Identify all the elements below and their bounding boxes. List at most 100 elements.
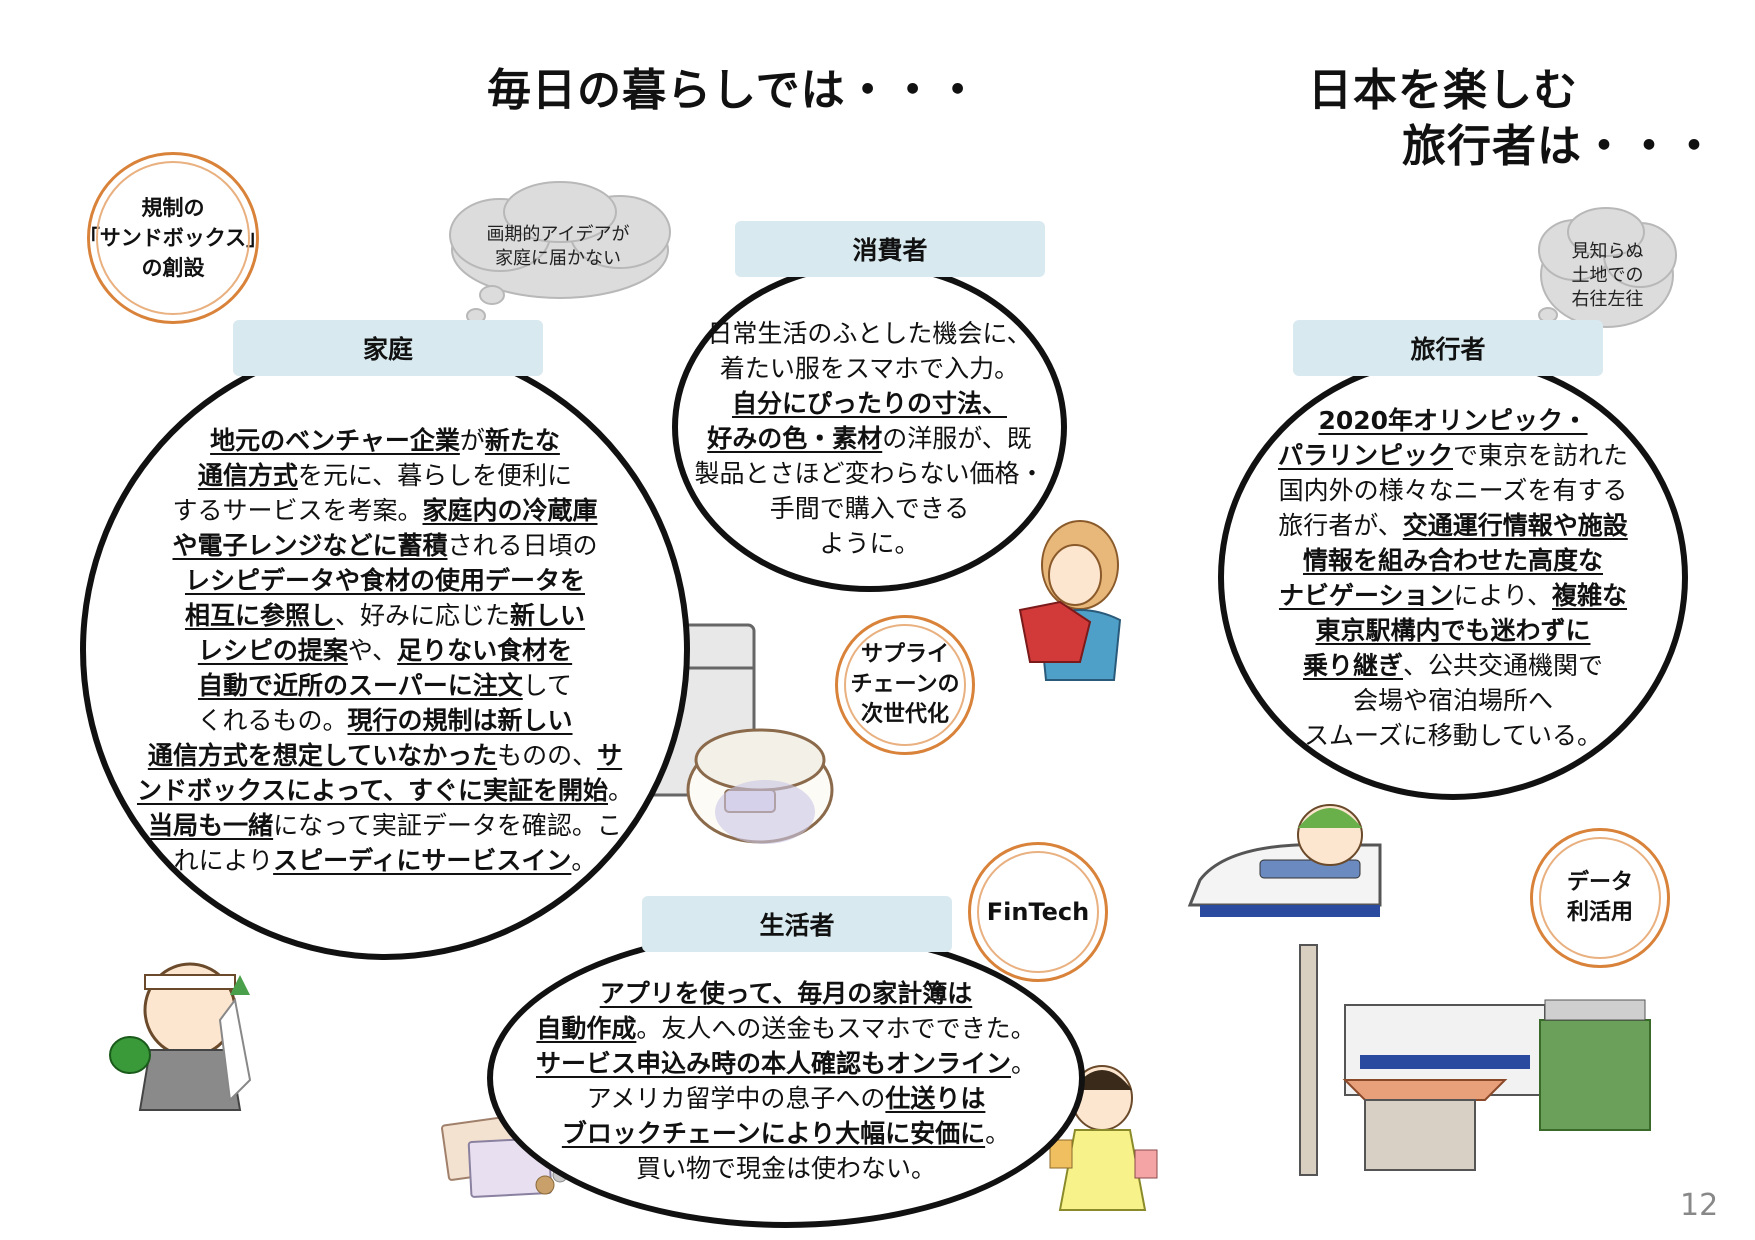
text-line: レシピの提案や、足りない食材を <box>137 633 633 668</box>
text-line: 情報を組み合わせた高度な <box>1278 543 1628 578</box>
text-line: くれるもの。現行の規制は新しい <box>137 703 633 738</box>
emphasized-text: スピーディにサービスイン <box>273 845 572 875</box>
text-line: ブロックチェーンにより大幅に安価に。 <box>536 1116 1036 1151</box>
plain-text: 日常生活のふとした機会に、 <box>707 318 1032 348</box>
consumer-description: 日常生活のふとした機会に、着たい服をスマホで入力。自分にぴったりの寸法、好みの色… <box>694 316 1044 561</box>
plain-text: になって実証データを確認。こ <box>273 810 622 840</box>
plain-text: くれるもの。 <box>197 705 348 735</box>
sandbox-badge-line1: 規制の <box>141 196 205 220</box>
cloud-home-line2: 家庭に届かない <box>495 248 621 269</box>
text-line: 日常生活のふとした機会に、 <box>694 316 1044 351</box>
plain-text: や、 <box>347 635 398 665</box>
text-line: 好みの色・素材の洋服が、既 <box>694 421 1044 456</box>
emphasized-text: 新しい <box>510 600 586 630</box>
page-number: 12 <box>1680 1188 1719 1223</box>
thought-cloud-home <box>449 181 671 339</box>
plain-text: を元に、暮らしを便利に <box>297 460 573 490</box>
traveler-description: 2020年オリンピック・パラリンピックで東京を訪れた国内外の様々なニーズを有する… <box>1278 403 1628 753</box>
emphasized-text: 乗り継ぎ <box>1302 650 1403 680</box>
woman-shopping-illustration <box>1018 520 1122 681</box>
text-line: 自動で近所のスーパーに注文して <box>137 668 633 703</box>
plain-text: 。 <box>608 775 634 805</box>
emphasized-text: 情報を組み合わせた高度な <box>1302 545 1603 575</box>
emphasized-text: 仕送りは <box>885 1084 986 1113</box>
text-line: 会場や宿泊場所へ <box>1278 683 1628 718</box>
emphasized-text: パラリンピック <box>1277 440 1453 470</box>
emphasized-text: サービス申込み時の本人確認もオンライン <box>535 1049 1011 1078</box>
text-line: ナビゲーションにより、複雑な <box>1278 578 1628 613</box>
text-line: パラリンピックで東京を訪れた <box>1278 438 1628 473</box>
plain-text: 、好みに応じた <box>334 600 510 630</box>
emphasized-text: 東京駅構内でも迷わずに <box>1315 615 1591 645</box>
cloud-home-line1: 画期的アイデアが <box>486 224 630 245</box>
plain-text: れにより <box>173 845 274 875</box>
plain-text: ものの、 <box>497 740 598 770</box>
citizen-circle: アプリを使って、毎月の家計簿は自動作成。友人への送金もスマホでできた。サービス申… <box>487 928 1085 1228</box>
emphasized-text: 複雑な <box>1552 580 1628 610</box>
text-line: サービス申込み時の本人確認もオンライン。 <box>536 1046 1036 1081</box>
title-daily-life: 毎日の暮らしでは・・・ <box>487 65 981 116</box>
text-line: 通信方式を元に、暮らしを便利に <box>137 458 633 493</box>
tokyo-station-illustration <box>1299 944 1651 1176</box>
emphasized-text: サ <box>597 740 623 770</box>
supply-chain-badge-line1: サプライ <box>860 642 949 667</box>
emphasized-text: 足りない食材を <box>397 635 573 665</box>
bullet-train-illustration <box>1187 804 1382 917</box>
data-utilization-badge: データ 利活用 <box>1530 828 1670 968</box>
sandbox-badge: 規制の 「サンドボックス」 の創設 <box>79 152 267 324</box>
emphasized-text: 交通運行情報や施設 <box>1402 510 1628 540</box>
plain-text: で東京を訪れた <box>1453 440 1629 470</box>
plain-text: スムーズに移動している。 <box>1303 720 1602 750</box>
plain-text: 国内外の様々なニーズを有する <box>1278 475 1628 505</box>
farmer-illustration <box>109 962 252 1111</box>
plain-text: 買い物で現金は使わない。 <box>635 1154 936 1183</box>
text-line: ンドボックスによって、すぐに実証を開始。 <box>137 773 633 808</box>
text-line: 着たい服をスマホで入力。 <box>694 351 1044 386</box>
text-line: 国内外の様々なニーズを有する <box>1278 473 1628 508</box>
text-line: 当局も一緒になって実証データを確認。こ <box>137 808 633 843</box>
plain-text: 手間で購入できる <box>769 493 970 523</box>
emphasized-text: 地元のベンチャー企業 <box>210 425 460 455</box>
emphasized-text: 通信方式を想定していなかった <box>147 740 498 770</box>
plain-text: 、公共交通機関で <box>1403 650 1604 680</box>
plain-text: が <box>459 425 485 455</box>
plain-text: 製品とさほど変わらない価格・ <box>694 458 1045 488</box>
plain-text: するサービスを考案。 <box>172 495 423 525</box>
emphasized-text: 自動で近所のスーパーに注文 <box>197 670 523 700</box>
consumer-circle: 日常生活のふとした機会に、着たい服をスマホで入力。自分にぴったりの寸法、好みの色… <box>672 262 1067 592</box>
text-line: 乗り継ぎ、公共交通機関で <box>1278 648 1628 683</box>
cloud-text-traveler: 見知らぬ 土地での 右往左往 <box>1560 240 1655 312</box>
plain-text: アメリカ留学中の息子への <box>586 1084 886 1113</box>
plain-text: 。 <box>985 1119 1011 1148</box>
plain-text: 着たい服をスマホで入力。 <box>719 353 1020 383</box>
cloud-traveler-line2: 土地での <box>1571 265 1644 286</box>
supply-chain-badge: サプライ チェーンの 次世代化 <box>835 615 975 755</box>
plain-text: 。 <box>571 845 597 875</box>
rice-cooker-illustration <box>686 728 834 844</box>
text-line: 2020年オリンピック・ <box>1278 403 1628 438</box>
emphasized-text: ンドボックスによって、すぐに実証を開始 <box>136 775 608 805</box>
fintech-badge: FinTech <box>968 842 1108 982</box>
text-line: 買い物で現金は使わない。 <box>536 1151 1036 1186</box>
text-line: スムーズに移動している。 <box>1278 718 1628 753</box>
cloud-traveler-line3: 右往左往 <box>1571 289 1644 310</box>
text-line: 自動作成。友人への送金もスマホでできた。 <box>536 1011 1036 1046</box>
plain-text: ように。 <box>819 528 920 558</box>
text-line: 相互に参照し、好みに応じた新しい <box>137 598 633 633</box>
cloud-text-home: 画期的アイデアが 家庭に届かない <box>468 223 648 271</box>
home-description: 地元のベンチャー企業が新たな通信方式を元に、暮らしを便利にするサービスを考案。家… <box>137 423 633 878</box>
plain-text: 旅行者が、 <box>1278 510 1403 540</box>
emphasized-text: 現行の規制は新しい <box>347 705 573 735</box>
sandbox-badge-line2: 「サンドボックス」 <box>78 226 268 250</box>
data-badge-line2: 利活用 <box>1566 900 1633 925</box>
text-line: 東京駅構内でも迷わずに <box>1278 613 1628 648</box>
sandbox-badge-line3: の創設 <box>141 256 205 280</box>
emphasized-text: 2020年オリンピック・ <box>1318 405 1588 435</box>
emphasized-text: 好みの色・素材 <box>707 423 883 453</box>
woman-with-bags-illustration <box>1049 1065 1158 1211</box>
citizen-description: アプリを使って、毎月の家計簿は自動作成。友人への送金もスマホでできた。サービス申… <box>536 976 1036 1186</box>
text-line: するサービスを考案。家庭内の冷蔵庫 <box>137 493 633 528</box>
text-line: や電子レンジなどに蓄積される日頃の <box>137 528 633 563</box>
emphasized-text: 自分にぴったりの寸法、 <box>731 388 1007 418</box>
